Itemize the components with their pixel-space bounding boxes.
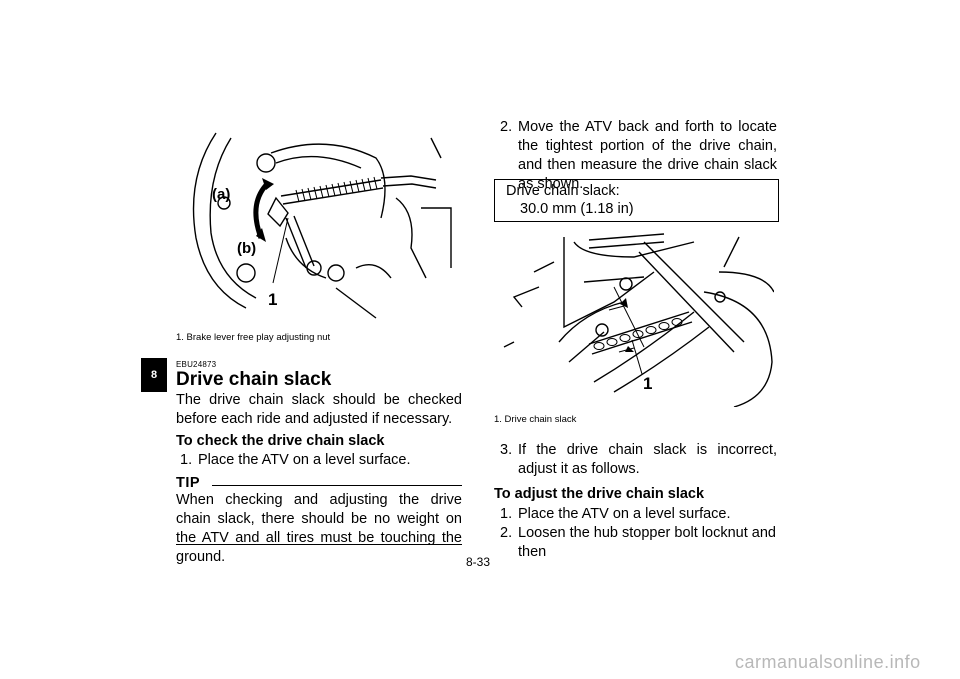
tip-text: When checking and adjusting the drive ch… xyxy=(176,492,462,565)
adjust-step-1: 1. Place the ATV on a level surface. xyxy=(500,505,777,525)
spec-value: 30.0 mm (1.18 in) xyxy=(520,201,634,217)
step-number: 1. xyxy=(500,506,513,522)
step-text: If the drive chain slack is incorrect, a… xyxy=(518,442,777,477)
step-text: Loosen the hub stopper bolt locknut and … xyxy=(518,525,776,560)
brake-adjuster-illustration xyxy=(192,132,452,319)
page-number: 8-33 xyxy=(466,555,491,569)
section-title: Drive chain slack xyxy=(176,369,332,390)
spec-label: Drive chain slack: xyxy=(506,183,620,199)
step-text: Place the ATV on a level surface. xyxy=(198,452,411,468)
step-text: Place the ATV on a level surface. xyxy=(518,506,731,522)
step-3: 3. If the drive chain slack is incorrect… xyxy=(500,441,777,481)
step-2: 2. Move the ATV back and forth to locate… xyxy=(500,118,777,192)
chapter-tab: 8 xyxy=(141,358,167,392)
check-heading: To check the drive chain slack xyxy=(176,433,385,449)
step-number: 2. xyxy=(500,525,513,541)
drive-chain-illustration xyxy=(503,233,774,407)
section-intro: The drive chain slack should be checked … xyxy=(176,392,462,427)
watermark-text[interactable]: carmanualsonline.info xyxy=(735,652,921,672)
tip-bottom-rule xyxy=(176,544,462,545)
adjust-step-2: 2. Loosen the hub stopper bolt locknut a… xyxy=(500,524,777,560)
figure1-callout-1: 1 xyxy=(268,290,278,309)
section-code: EBU24873 xyxy=(176,360,217,369)
check-step-1: 1. Place the ATV on a level surface. xyxy=(180,451,462,471)
spec-box: Drive chain slack: 30.0 mm (1.18 in) xyxy=(494,179,779,222)
figure1-label-b: (b) xyxy=(237,240,257,257)
step-number: 3. xyxy=(500,442,513,458)
figure2-caption: 1. Drive chain slack xyxy=(494,414,577,425)
figure1-caption: 1. Brake lever free play adjusting nut xyxy=(176,332,331,343)
figure2-callout-1: 1 xyxy=(643,374,653,393)
step-text: Move the ATV back and forth to locate th… xyxy=(518,119,777,192)
adjust-heading: To adjust the drive chain slack xyxy=(494,486,705,502)
step-number: 2. xyxy=(500,119,513,135)
tip-top-rule xyxy=(212,485,462,486)
figure1-label-a: (a) xyxy=(212,186,231,203)
step-number: 1. xyxy=(180,452,193,468)
tip-title: TIP xyxy=(176,475,201,491)
